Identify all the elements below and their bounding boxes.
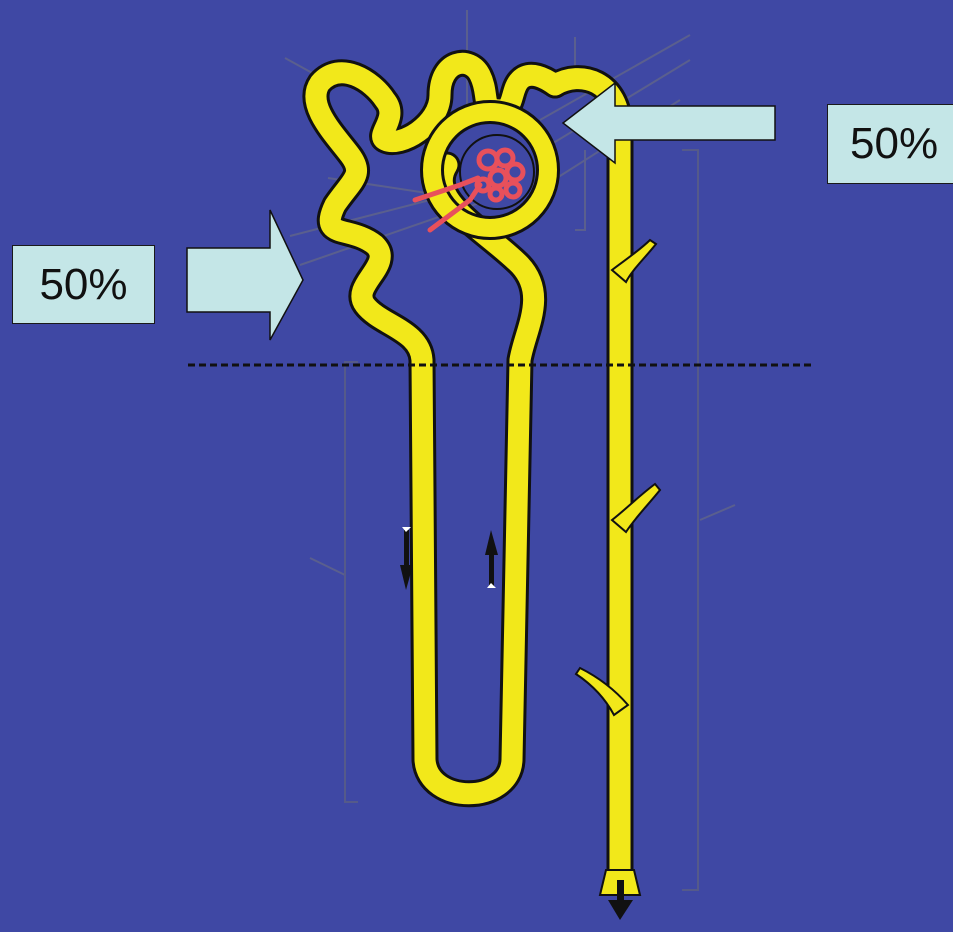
up-arrow-icon bbox=[485, 530, 498, 588]
right-percent-label: 50% bbox=[827, 104, 953, 184]
left-percent-label: 50% bbox=[12, 245, 155, 324]
left-input-arrow bbox=[186, 209, 304, 341]
glomerulus bbox=[412, 147, 526, 233]
proximal-convoluted-tubule bbox=[305, 52, 566, 805]
region-brackets bbox=[344, 149, 699, 891]
down-arrow-icon bbox=[608, 880, 633, 920]
collecting-duct-branches bbox=[574, 238, 662, 896]
right-input-arrow bbox=[561, 81, 776, 165]
down-arrow-icon bbox=[400, 527, 413, 590]
